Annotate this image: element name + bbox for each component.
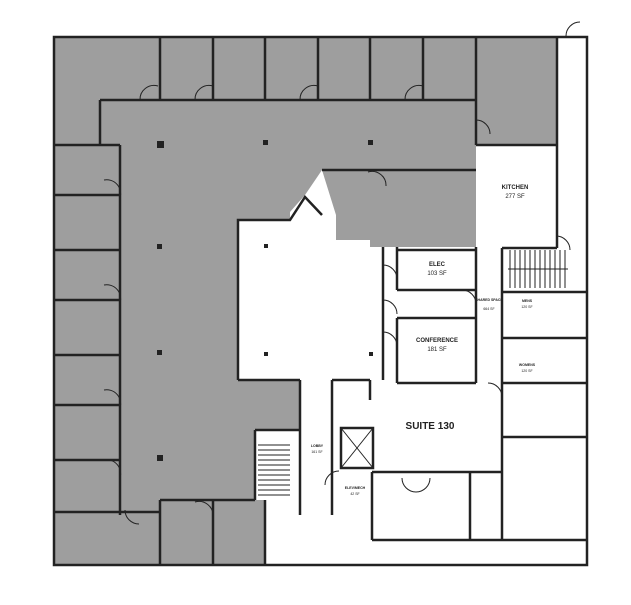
room-name-mens: MENS (522, 299, 533, 303)
room-area-lobby: 161 SF (311, 450, 322, 454)
room-name-womens: WOMENS (519, 363, 536, 367)
room-labels: KITCHEN 277 SF ELEC 103 SF SHARED SPACE … (311, 185, 536, 496)
room-name-conference: CONFERENCE (416, 338, 458, 344)
room-area-conference: 181 SF (427, 347, 447, 353)
door-swings (103, 21, 581, 525)
room-area-elec: 103 SF (427, 271, 447, 277)
room-area-kitchen: 277 SF (505, 194, 525, 200)
room-name-elevmech: ELEV/MECH (345, 486, 366, 490)
stairs (258, 250, 568, 496)
left-offices (55, 143, 255, 565)
room-name-shared: SHARED SPACE (475, 298, 503, 302)
room-name-lobby: LOBBY (311, 444, 324, 448)
room-name-suite: SUITE 130 (406, 421, 455, 432)
room-area-womens: 120 SF (521, 369, 532, 373)
room-name-elec: ELEC (429, 262, 446, 268)
room-name-kitchen: KITCHEN (502, 185, 529, 191)
room-area-elevmech: 42 SF (350, 492, 359, 496)
core-walls (236, 38, 587, 565)
room-area-shared: 664 SF (483, 307, 494, 311)
room-area-mens: 120 SF (521, 305, 532, 309)
columns (157, 140, 373, 461)
elevator (339, 426, 375, 470)
top-offices (98, 38, 557, 147)
outer-wall (52, 35, 589, 567)
